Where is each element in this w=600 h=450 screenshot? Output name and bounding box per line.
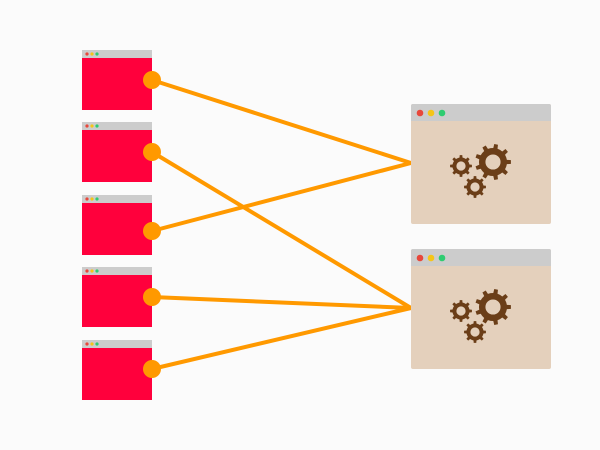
connection-line-3 xyxy=(150,161,413,233)
window-body xyxy=(82,50,152,110)
server-2-window[interactable] xyxy=(411,249,551,369)
client-windows xyxy=(82,50,161,400)
close-dot-icon xyxy=(85,197,89,201)
maximize-dot-icon xyxy=(95,124,99,128)
large-gear-icon xyxy=(475,144,511,180)
window-titlebar xyxy=(82,195,152,203)
server-windows xyxy=(411,104,551,369)
client-2-window[interactable] xyxy=(82,122,161,182)
minimize-dot-icon xyxy=(427,109,435,117)
connection-line-5 xyxy=(150,306,413,371)
client-1-window[interactable] xyxy=(82,50,161,110)
small-gear-icon xyxy=(464,176,486,198)
window-body xyxy=(82,122,152,182)
close-dot-icon xyxy=(85,342,89,346)
connector-port-icon[interactable] xyxy=(143,71,161,89)
small-gear-icon xyxy=(450,300,472,322)
large-gear-icon xyxy=(475,289,511,325)
connector-port-icon[interactable] xyxy=(143,222,161,240)
gears-icon xyxy=(450,144,511,198)
close-dot-icon xyxy=(85,124,89,128)
client-3-window[interactable] xyxy=(82,195,161,255)
maximize-dot-icon xyxy=(95,342,99,346)
minimize-dot-icon xyxy=(90,342,94,346)
close-dot-icon xyxy=(85,269,89,273)
window-body xyxy=(82,195,152,255)
minimize-dot-icon xyxy=(90,52,94,56)
window-titlebar xyxy=(411,249,551,266)
minimize-dot-icon xyxy=(90,124,94,128)
window-body xyxy=(82,267,152,327)
small-gear-icon xyxy=(450,155,472,177)
window-body xyxy=(82,340,152,400)
client-4-window[interactable] xyxy=(82,267,161,327)
window-titlebar xyxy=(82,122,152,130)
gears-icon xyxy=(450,289,511,343)
window-titlebar xyxy=(82,267,152,275)
window-titlebar xyxy=(411,104,551,121)
connection-line-1 xyxy=(150,78,413,165)
small-gear-icon xyxy=(464,321,486,343)
client-5-window[interactable] xyxy=(82,340,161,400)
maximize-dot-icon xyxy=(95,269,99,273)
maximize-dot-icon xyxy=(95,197,99,201)
connection-line-4 xyxy=(150,295,413,310)
connections xyxy=(150,78,413,371)
connector-port-icon[interactable] xyxy=(143,143,161,161)
maximize-dot-icon xyxy=(438,109,446,117)
close-dot-icon xyxy=(416,109,424,117)
minimize-dot-icon xyxy=(90,197,94,201)
server-1-window[interactable] xyxy=(411,104,551,224)
window-titlebar xyxy=(82,340,152,348)
connector-port-icon[interactable] xyxy=(143,288,161,306)
connection-line-2 xyxy=(150,150,413,310)
connector-port-icon[interactable] xyxy=(143,360,161,378)
window-titlebar xyxy=(82,50,152,58)
maximize-dot-icon xyxy=(95,52,99,56)
minimize-dot-icon xyxy=(90,269,94,273)
maximize-dot-icon xyxy=(438,254,446,262)
close-dot-icon xyxy=(85,52,89,56)
minimize-dot-icon xyxy=(427,254,435,262)
close-dot-icon xyxy=(416,254,424,262)
